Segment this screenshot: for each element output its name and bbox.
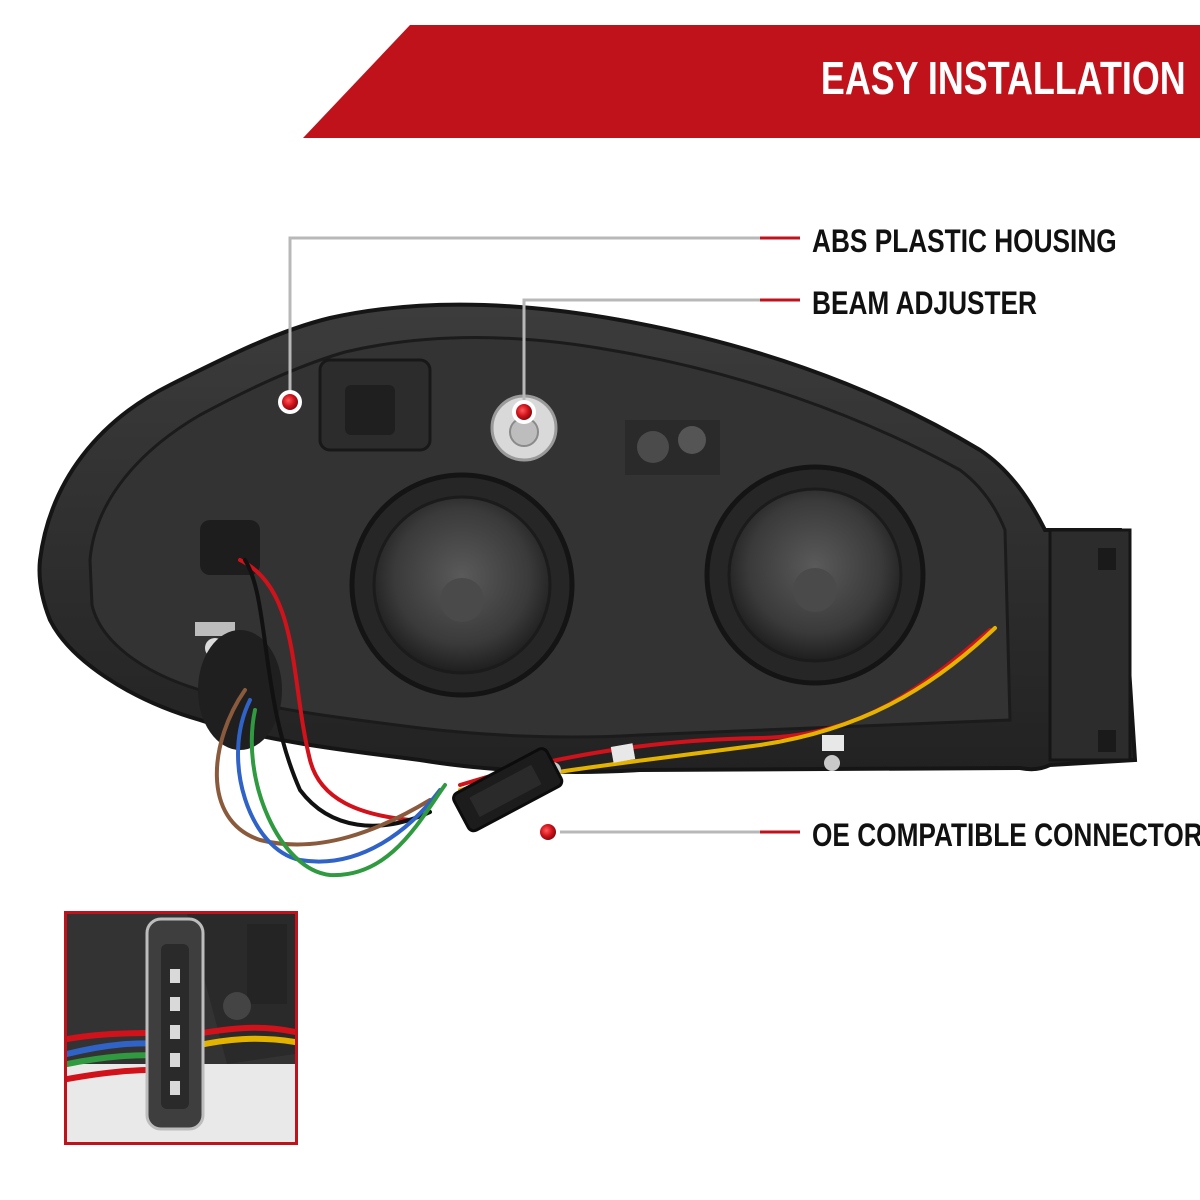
callout-line-housing bbox=[288, 236, 800, 400]
banner-title: EASY INSTALLATION bbox=[821, 52, 1186, 104]
callout-dot-icon bbox=[512, 400, 536, 424]
callout-label-connector: OE COMPATIBLE CONNECTOR bbox=[812, 817, 1200, 853]
callout-label-adjuster: BEAM ADJUSTER bbox=[812, 285, 1038, 321]
callout-line-adjuster bbox=[522, 298, 800, 412]
mount-bolt bbox=[195, 622, 235, 636]
header-banner: EASY INSTALLATION bbox=[0, 0, 1200, 140]
oe-connector bbox=[452, 747, 564, 833]
connector-closeup-inset bbox=[64, 911, 298, 1145]
connector-closeup-image bbox=[67, 914, 295, 1142]
callout-dot-icon bbox=[536, 820, 560, 844]
callout-lines bbox=[288, 236, 800, 834]
banner-shape bbox=[303, 25, 1200, 138]
mount-tab bbox=[1048, 528, 1132, 762]
callout-label-housing: ABS PLASTIC HOUSING bbox=[812, 223, 1117, 259]
callout-dot-icon bbox=[278, 390, 302, 414]
